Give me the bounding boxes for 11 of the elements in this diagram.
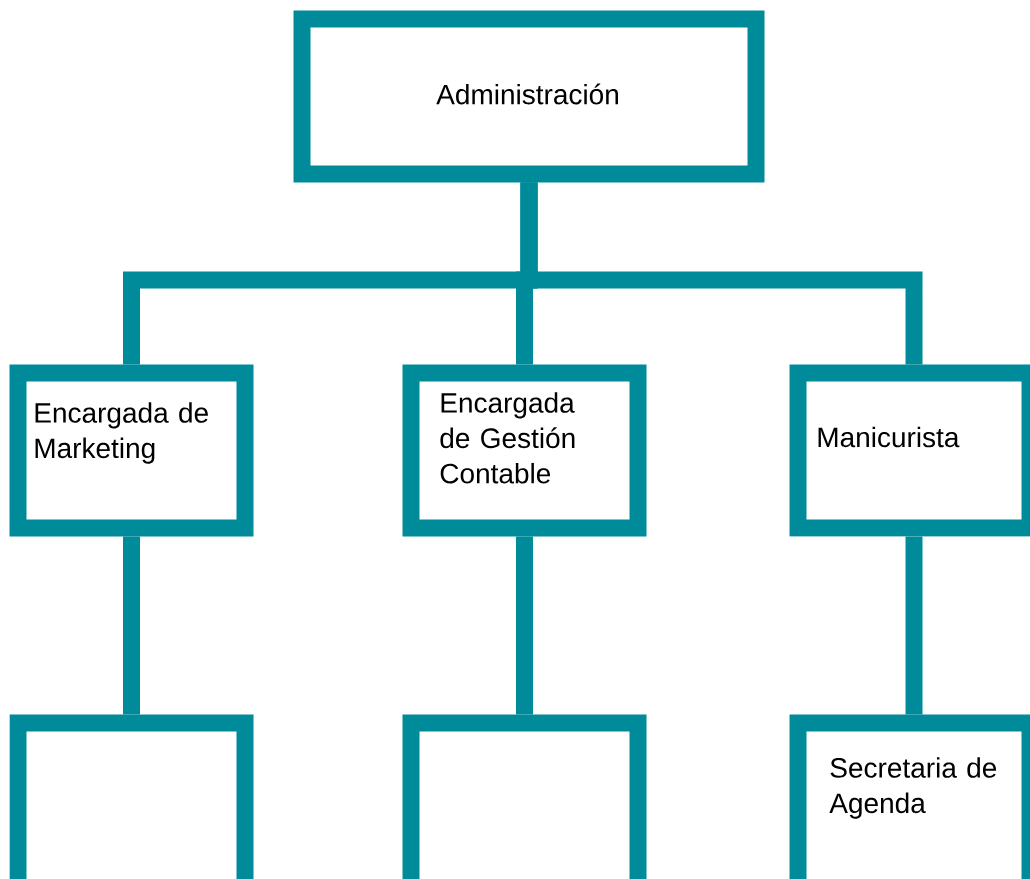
org-box: Encargada de Gestión Contable xyxy=(402,364,647,537)
connector-line xyxy=(516,536,533,715)
org-box: Administración xyxy=(293,10,765,183)
org-box: Manicurista xyxy=(789,364,1030,537)
connector-line xyxy=(520,182,923,365)
connector-line xyxy=(123,536,140,715)
empty-box xyxy=(402,714,647,879)
empty-box xyxy=(9,714,254,879)
org-box: Encargada de Marketing xyxy=(9,364,254,537)
connector-line xyxy=(905,536,923,715)
org-box: Secretaria de Agenda xyxy=(789,714,1030,879)
